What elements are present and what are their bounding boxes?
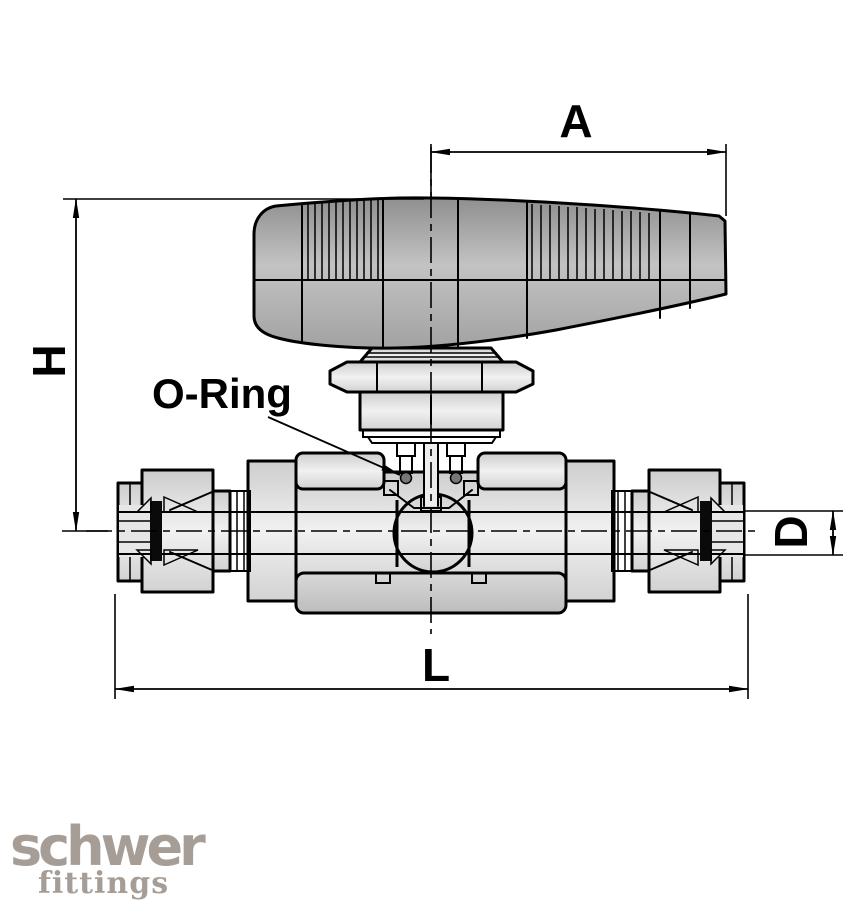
valve-ball — [392, 492, 474, 574]
dimension-h-label: H — [23, 344, 75, 377]
dimension-d-label: D — [765, 515, 817, 548]
logo-tagline-text: fittings — [38, 866, 169, 901]
dimension-h: H — [23, 198, 424, 532]
oring-leader-line — [267, 416, 401, 476]
oring-label: O-Ring — [152, 370, 292, 417]
handle-grip-ridges — [307, 199, 650, 279]
dimension-a-label: A — [559, 95, 592, 147]
dimension-l: L — [114, 594, 749, 699]
body-top-flange-left — [294, 451, 386, 491]
brand-logo: schwer fittings — [10, 815, 210, 901]
front-ferrule-icon — [135, 496, 152, 513]
body-top-flange-right — [476, 451, 568, 491]
valve-handle — [252, 196, 728, 350]
back-ferrule-icon — [163, 495, 199, 513]
valve-drawing — [86, 147, 758, 634]
oring-icon — [449, 471, 463, 485]
dimension-d: D — [743, 510, 843, 556]
dimension-a: A — [430, 95, 727, 216]
logo-brand-text: schwer — [10, 815, 206, 878]
dimension-l-label: L — [422, 639, 450, 691]
oring-icon — [399, 471, 413, 485]
oring-annotation: O-Ring — [152, 370, 401, 476]
